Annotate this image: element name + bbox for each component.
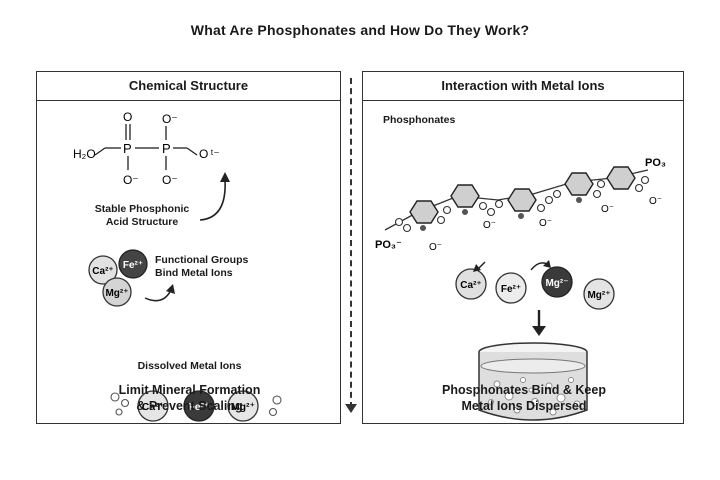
chemical-structure-header: Chemical Structure [37,72,340,101]
formula-p1: P [123,141,132,156]
ion-cluster: Ca²⁺ Fe²⁺ Mg²⁺ [88,249,148,307]
formula-o-top2: O⁻ [162,112,178,126]
phosphonates-label: Phosphonates [383,114,456,126]
ion-mg-dark: Mg²⁻ [545,278,568,289]
bind-arrow [144,289,172,302]
o-minus-3: O⁻ [539,218,552,229]
formula-o-bottom2: O⁻ [162,173,178,187]
phosphonic-acid-formula [94,124,198,170]
formula-p2: P [162,141,171,156]
cluster-ion-ca: Ca²⁺ [92,266,113,277]
ion-mg: Mg²⁺ [587,290,610,301]
dissolved-ion-ca: Ca²⁺ [142,401,164,413]
metal-ion-interaction-panel: Interaction with Metal Ions Phosphonates [362,71,684,424]
structure-arrow [199,179,226,221]
o-minus-4: O⁻ [601,204,614,215]
formula-h2o: H₂O [73,147,96,161]
free-ions: Ca²⁺ Fe²⁺ Mg²⁻ Mg²⁺ [455,266,615,310]
o-minus-2: O⁻ [483,220,496,231]
dissolved-metal-ions-label: Dissolved Metal Ions [137,360,242,372]
ion-fe: Fe²⁺ [501,284,521,295]
o-minus-5: O⁻ [649,196,662,207]
structure-label: Stable Phosphonic Acid Structure [77,203,207,229]
formula-o-bottom1: O⁻ [123,173,139,187]
structure-label-line1: Stable Phosphonic [94,203,190,215]
ion-arrow-1-head [473,264,481,272]
page-title: What Are Phosphonates and How Do They Wo… [190,22,530,38]
functional-label-line2: Bind Metal Ions [155,267,233,279]
beaker [478,342,588,421]
interaction-diagram: PO₃ PO₃⁻ O⁻ O⁻ O⁻ O⁻ O⁻ Ca²⁺ Fe²⁺ Mg²⁻ M… [375,157,666,421]
cluster-ion-fe: Fe²⁺ [123,260,143,271]
ion-arrow-2 [530,262,548,271]
left-footer: Limit Mineral Formation & Prevent Scalin… [37,382,342,414]
down-arrow-head [532,326,546,336]
structure-label-line2: Acid Structure [105,216,179,228]
chemical-structure-panel: Chemical Structure H₂O P P O O⁻ O⁻ O⁻ O … [36,71,341,424]
left-footer-line1: Limit Mineral Formation [118,383,261,397]
bind-arrow-head [166,284,175,294]
po3-left: PO₃⁻ [375,239,402,251]
right-footer-line1: Phosphonates Bind & Keep [442,383,606,397]
phosphonate-chain [384,166,650,233]
dissolved-ion-mg: Mg²⁺ [231,401,255,413]
chemical-structure-diagram: H₂O P P O O⁻ O⁻ O⁻ O ᵗ⁻ Ca²⁺ Fe²⁺ Mg²⁺ [73,110,282,422]
right-footer: Phosphonates Bind & Keep Metal Ions Disp… [363,382,685,414]
interaction-header: Interaction with Metal Ions [363,72,683,101]
dissolved-ion-fe: Fe²⁺ [188,401,209,413]
dashed-divider [350,78,353,408]
dissolved-ions-row: Ca²⁺ Fe²⁺ Mg²⁺ [110,390,282,422]
formula-o-top1: O [123,110,132,124]
structure-arrow-head [220,172,230,182]
functional-label-line1: Functional Groups [155,254,249,266]
ion-ca: Ca²⁺ [460,280,481,291]
left-footer-line2: & Prevent Scaling [136,399,243,413]
formula-o-tail: O ᵗ⁻ [199,147,220,161]
o-minus-1: O⁻ [429,242,442,253]
divider-arrow-head [345,404,357,413]
ion-arrow-2-head [543,260,551,268]
cluster-ion-mg: Mg²⁺ [105,288,128,299]
right-footer-line2: Metal Ions Dispersed [461,399,587,413]
functional-groups-label: Functional Groups Bind Metal Ions [155,254,295,280]
po3-right: PO₃ [645,157,666,169]
